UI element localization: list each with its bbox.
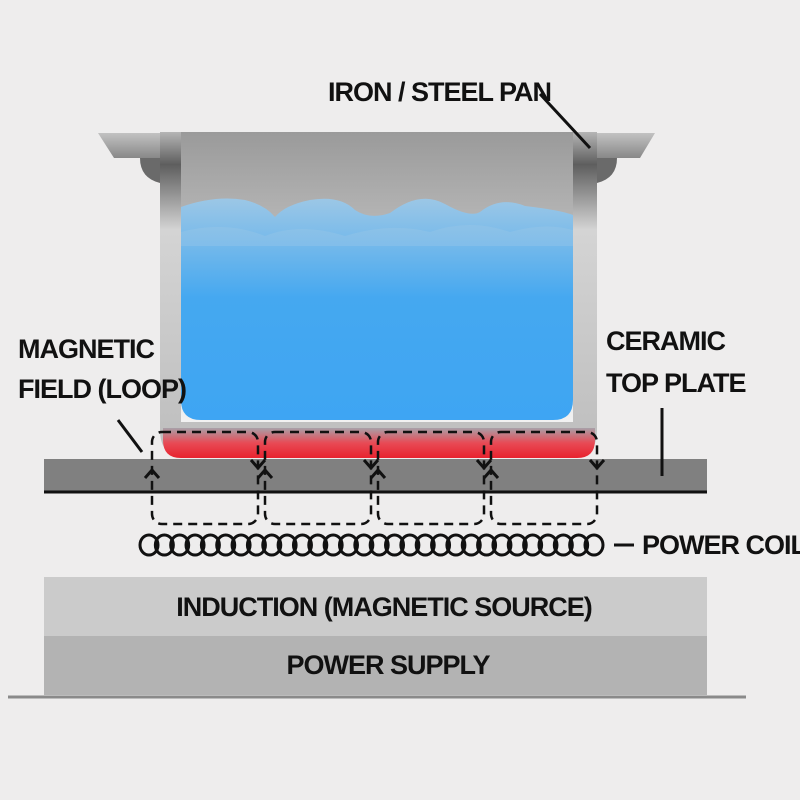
pan-left-handle (98, 133, 160, 158)
coil-turn (353, 533, 375, 557)
coil-turn (322, 533, 344, 557)
pan-right-bracket (597, 158, 617, 183)
coil-turn (537, 533, 559, 557)
coil-turn (460, 533, 482, 557)
coil-turn (384, 533, 406, 557)
coil-turn (399, 533, 421, 557)
field-loop (489, 430, 599, 526)
coil-turn (568, 533, 590, 557)
coil-turn (476, 533, 498, 557)
pan-left-bracket (140, 158, 160, 183)
arrow-up-icon (143, 467, 161, 479)
coil-turn (445, 533, 467, 557)
coil-turn (199, 533, 221, 557)
coil-turn (583, 533, 605, 557)
plate-label-line2: TOP PLATE (606, 368, 746, 398)
pan-leader-line (538, 92, 592, 150)
coil-turn (169, 533, 191, 557)
pan-right-handle (597, 133, 655, 158)
coil-turn (552, 533, 574, 557)
coil-turn (153, 533, 175, 557)
field-arrows (143, 459, 606, 479)
arrow-down-icon (475, 459, 493, 471)
coil-turn (184, 533, 206, 557)
pan-label: IRON / STEEL PAN (328, 77, 551, 107)
coil-turn (506, 533, 528, 557)
arrow-up-icon (369, 467, 387, 479)
coil-turn (337, 533, 359, 557)
field-label-line1: MAGNETIC (18, 334, 154, 364)
coil-turn (291, 533, 313, 557)
field-leader-line (116, 419, 144, 453)
coil-label: POWER COIL (642, 530, 800, 560)
water (181, 198, 573, 420)
coil-turn (430, 533, 452, 557)
coil-turn (307, 533, 329, 557)
coil-turn (414, 533, 436, 557)
coil-turn (368, 533, 390, 557)
coil-turn (261, 533, 283, 557)
arrow-down-icon (249, 459, 267, 471)
power-supply-box (44, 636, 707, 695)
power-coil (138, 533, 605, 557)
pan (98, 132, 655, 458)
induction-label: INDUCTION (MAGNETIC SOURCE) (176, 592, 591, 622)
induction-box (44, 577, 707, 636)
coil-turn (276, 533, 298, 557)
power-supply-label: POWER SUPPLY (286, 650, 490, 680)
plate-label-line1: CERAMIC (606, 326, 725, 356)
coil-turn (245, 533, 267, 557)
arrow-up-icon (256, 467, 274, 479)
water-wave-highlight (181, 225, 573, 246)
coil-turn (138, 533, 160, 557)
coil-turn (491, 533, 513, 557)
arrow-down-icon (362, 459, 380, 471)
arrow-up-icon (482, 467, 500, 479)
coil-turn (215, 533, 237, 557)
coil-turn (522, 533, 544, 557)
coil-turn (230, 533, 252, 557)
arrow-down-icon (588, 459, 606, 471)
field-label-line2: FIELD (LOOP) (18, 374, 186, 404)
